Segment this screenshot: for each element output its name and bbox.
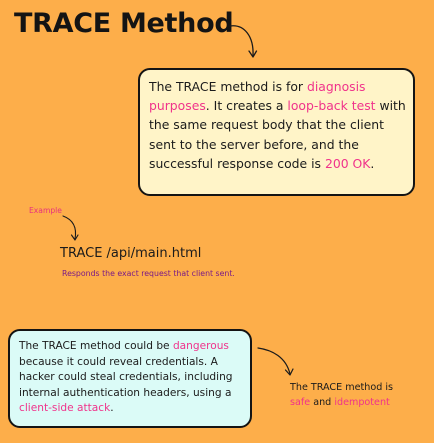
intro-text: . It creates a (205, 98, 288, 114)
title-arrow-icon (229, 25, 258, 58)
intro-text: with the same request body that the clie… (149, 98, 406, 171)
example-request: TRACE /api/main.html (60, 246, 202, 261)
trace-description-callout: The TRACE method is for diagnosis purpos… (138, 68, 415, 196)
warning-text: . (110, 402, 114, 415)
security-warning-callout: The TRACE method could be dangerous beca… (8, 329, 252, 428)
intro-text: The TRACE method is for (149, 79, 307, 94)
warning-text: because it could reveal credentials. A h… (19, 355, 233, 399)
properties-line: The TRACE method is (290, 382, 393, 393)
page-title: TRACE Method (14, 8, 234, 39)
properties-and: and (310, 397, 335, 408)
example-response: Responds the exact request that client s… (62, 269, 235, 278)
highlight-client-side-attack: client-side attack (19, 402, 111, 415)
method-properties-note: The TRACE method is safe and idempotent (290, 380, 420, 410)
warning-text: The TRACE method could be (19, 340, 173, 352)
highlight-safe: safe (290, 397, 311, 408)
example-label: Example (29, 206, 62, 215)
properties-values: safe and idempotent (290, 395, 420, 410)
highlight-status-code: 200 OK (324, 155, 371, 171)
example-arrow-icon (62, 215, 79, 241)
highlight-idempotent: idempotent (334, 397, 390, 408)
intro-text: . (370, 155, 375, 171)
highlight-diagnosis: diagnosis purposes (149, 79, 366, 114)
highlight-dangerous: dangerous (172, 340, 229, 352)
properties-arrow-icon (257, 347, 294, 376)
highlight-loopback: loop-back test (287, 98, 376, 114)
